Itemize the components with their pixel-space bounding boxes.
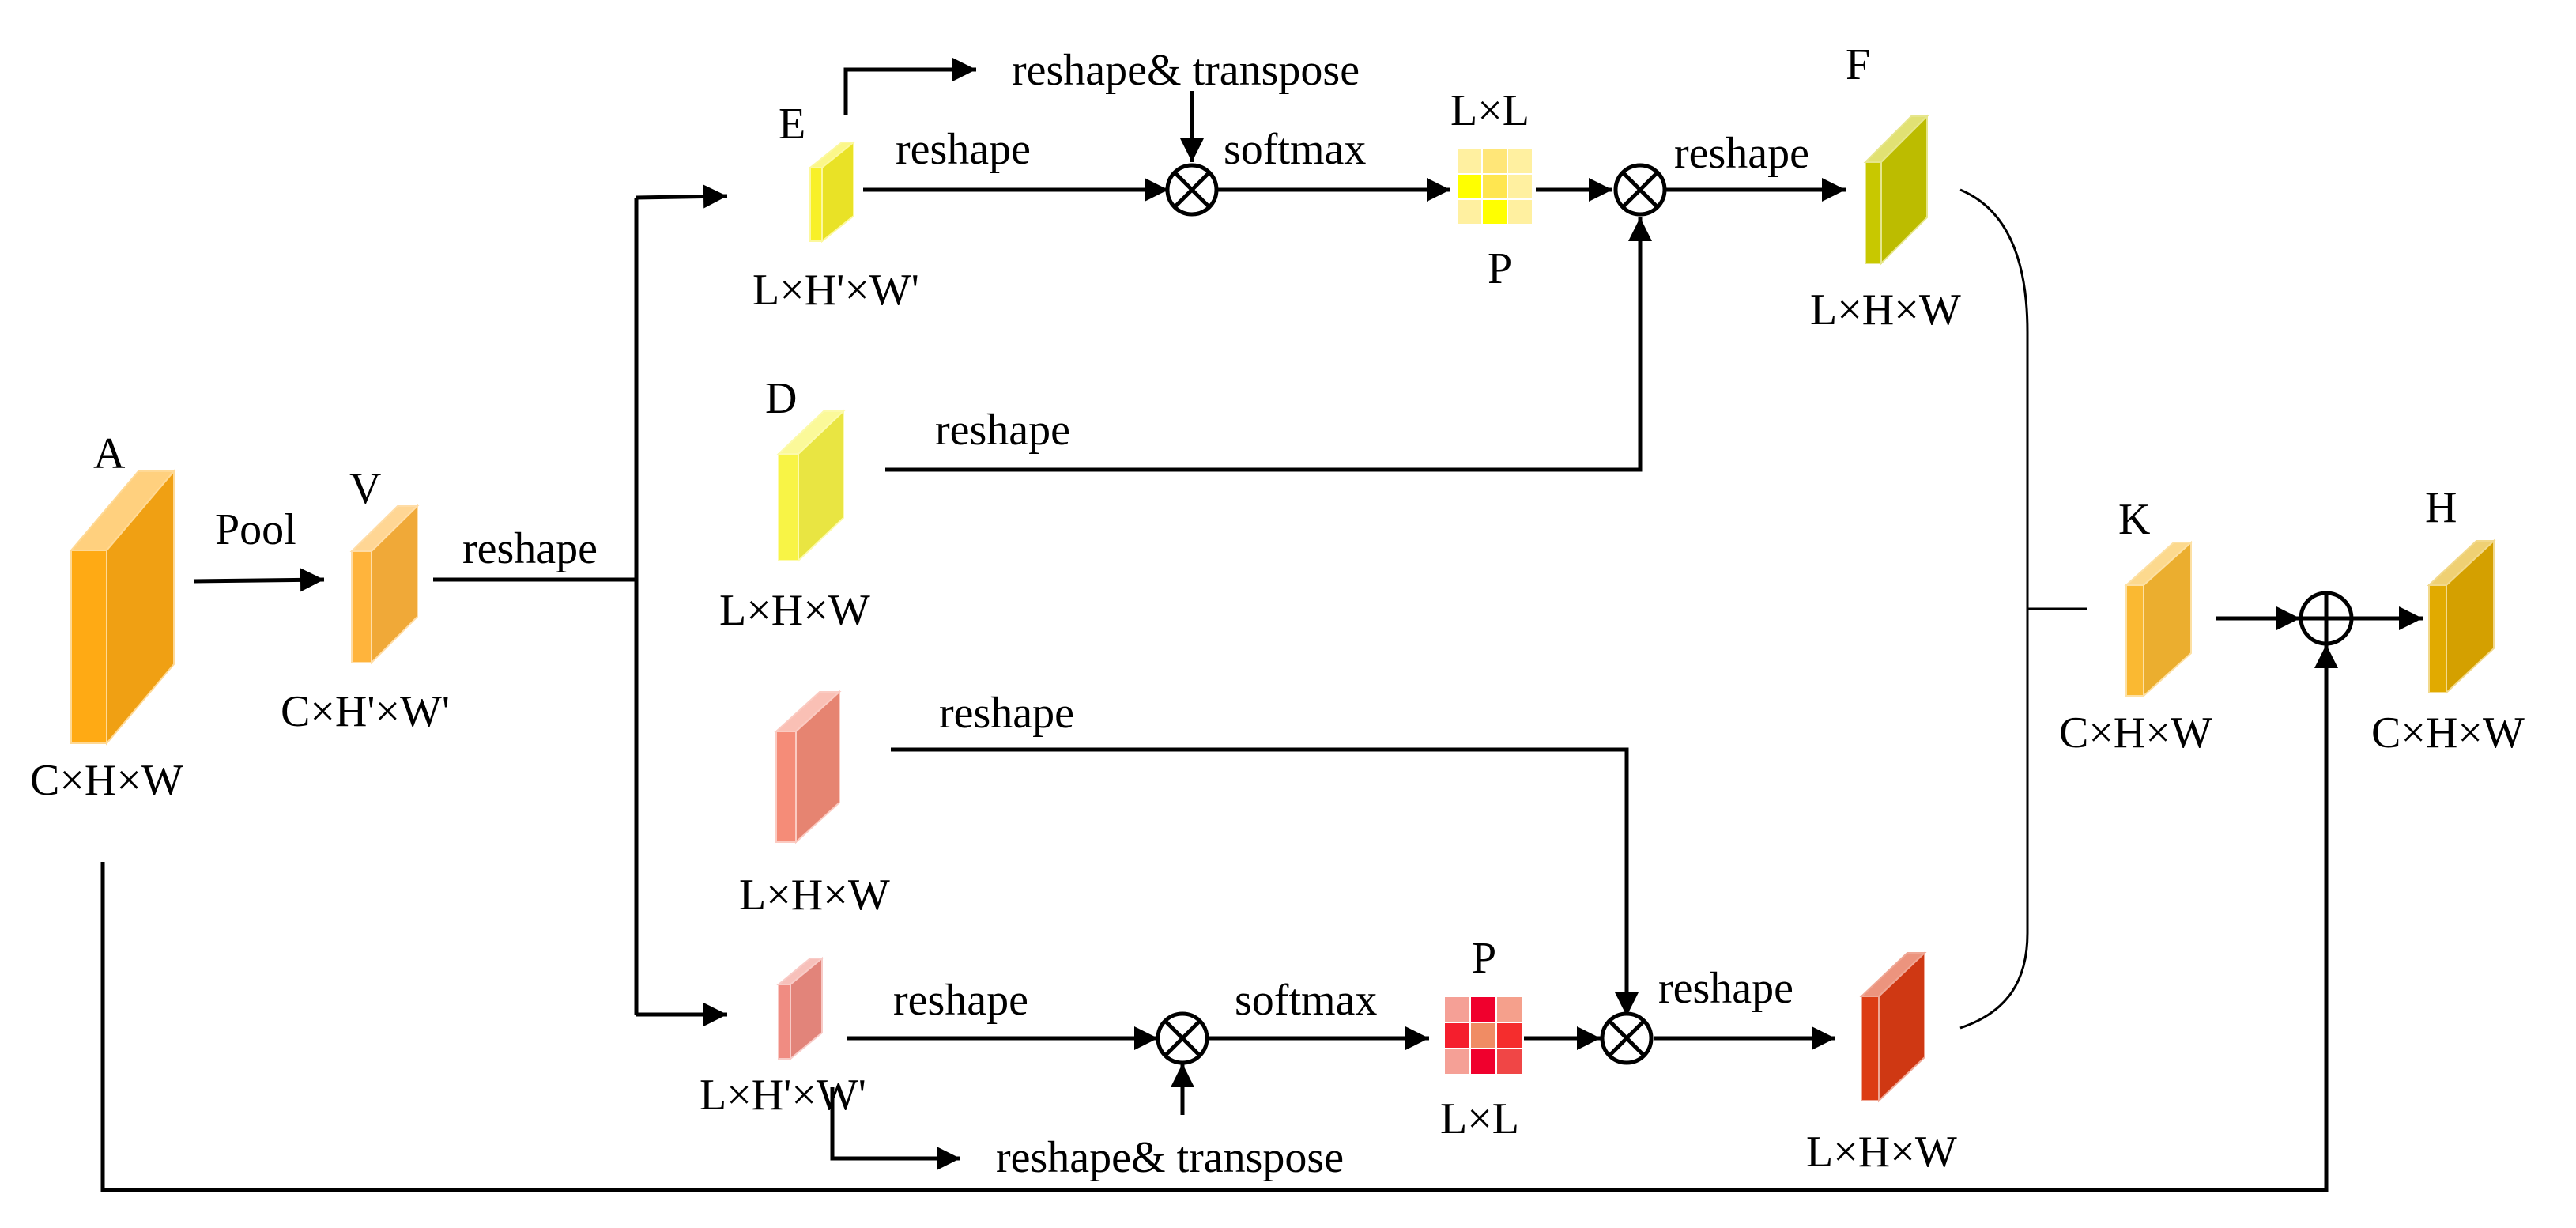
attention-matrix-bottom [1443,996,1523,1075]
block-F [1863,114,1929,266]
matrix-cell [1469,996,1497,1023]
matrix-cell [1443,1048,1471,1075]
line-small-transpose [830,1087,960,1170]
arrow-pool [193,568,325,592]
label-E-dims: L×H'×W' [752,266,919,315]
label-salmon-dims: L×H×W [739,871,890,920]
label-E: E [779,100,805,149]
matrix-cell [1469,1048,1497,1075]
block-salmon-mid [774,690,842,844]
label-A: A [93,429,126,478]
label-reshape-split: reshape [462,524,598,573]
label-V-dims: C×H'×W' [281,687,450,736]
block-H [2427,538,2496,695]
label-reshape-E: reshape [896,125,1031,174]
multiply-op-4 [1600,1011,1654,1065]
label-K-dims: C×H×W [2059,708,2212,758]
matrix-cell [1456,198,1483,225]
label-LL-bottom: L×L [1440,1094,1519,1143]
block-E [808,140,856,244]
label-A-dims: C×H×W [30,756,183,805]
arrow-D-to-mult2 [885,217,1652,472]
matrix-cell [1495,996,1523,1023]
matrix-cell [1507,173,1533,200]
matrix-cell [1456,148,1483,175]
label-P-bottom: P [1472,934,1496,983]
connectors [100,58,2423,1192]
label-D: D [765,374,797,423]
label-F-dims: L×H×W [1810,285,1961,334]
block-red-out [1859,950,1927,1103]
block-D [776,409,846,563]
block-A [69,469,176,746]
label-reshape-transpose-top: reshape& transpose [1012,46,1360,95]
label-P-top: P [1488,244,1512,293]
label-reshape-red: reshape [1658,964,1793,1013]
multiply-op-3 [1156,1011,1209,1065]
label-H: H [2425,483,2457,532]
arrow-salmon-to-mult4 [891,747,1639,1016]
label-F: F [1846,40,1870,89]
label-small-dims: L×H'×W' [700,1071,866,1120]
arrow-E-transpose [843,58,976,115]
label-D-dims: L×H×W [719,586,870,635]
label-LL-top: L×L [1450,86,1529,135]
merge-bracket [1959,188,2029,1030]
matrix-cell [1456,173,1483,200]
labels: A C×H×W Pool V C×H'×W' reshape E L×H'×W'… [30,40,2525,1182]
matrix-cell [1469,1022,1497,1049]
label-softmax-top: softmax [1224,125,1366,174]
label-softmax-bottom: softmax [1235,976,1377,1025]
matrix-cell [1495,1022,1523,1049]
multiply-op-2 [1613,163,1667,217]
block-K [2124,540,2193,698]
label-reshape-F: reshape [1674,129,1809,178]
label-V: V [349,464,381,513]
block-V [349,504,420,665]
label-reshape-transpose-bottom: reshape& transpose [996,1133,1344,1182]
label-reshape-salmon: reshape [939,689,1074,738]
matrix-cell [1481,148,1508,175]
arrow-to-E [636,184,728,209]
add-op [2299,591,2354,646]
label-red-dims: L×H×W [1806,1128,1957,1177]
label-pool: Pool [215,505,296,554]
label-reshape-D: reshape [935,406,1070,455]
matrix-cell [1443,996,1471,1023]
matrix-cell [1443,1022,1471,1049]
matrix-cell [1495,1048,1523,1075]
matrix-cell [1507,148,1533,175]
label-reshape-small: reshape [893,976,1028,1025]
matrix-cell [1481,173,1508,200]
matrix-cell [1507,198,1533,225]
attention-matrix-top [1456,148,1533,225]
label-H-dims: C×H×W [2371,708,2525,758]
multiply-op-1 [1165,163,1219,217]
skip-connection [100,644,2338,1192]
label-K: K [2118,495,2150,544]
block-salmon-small [776,956,824,1061]
matrix-cell [1481,198,1508,225]
